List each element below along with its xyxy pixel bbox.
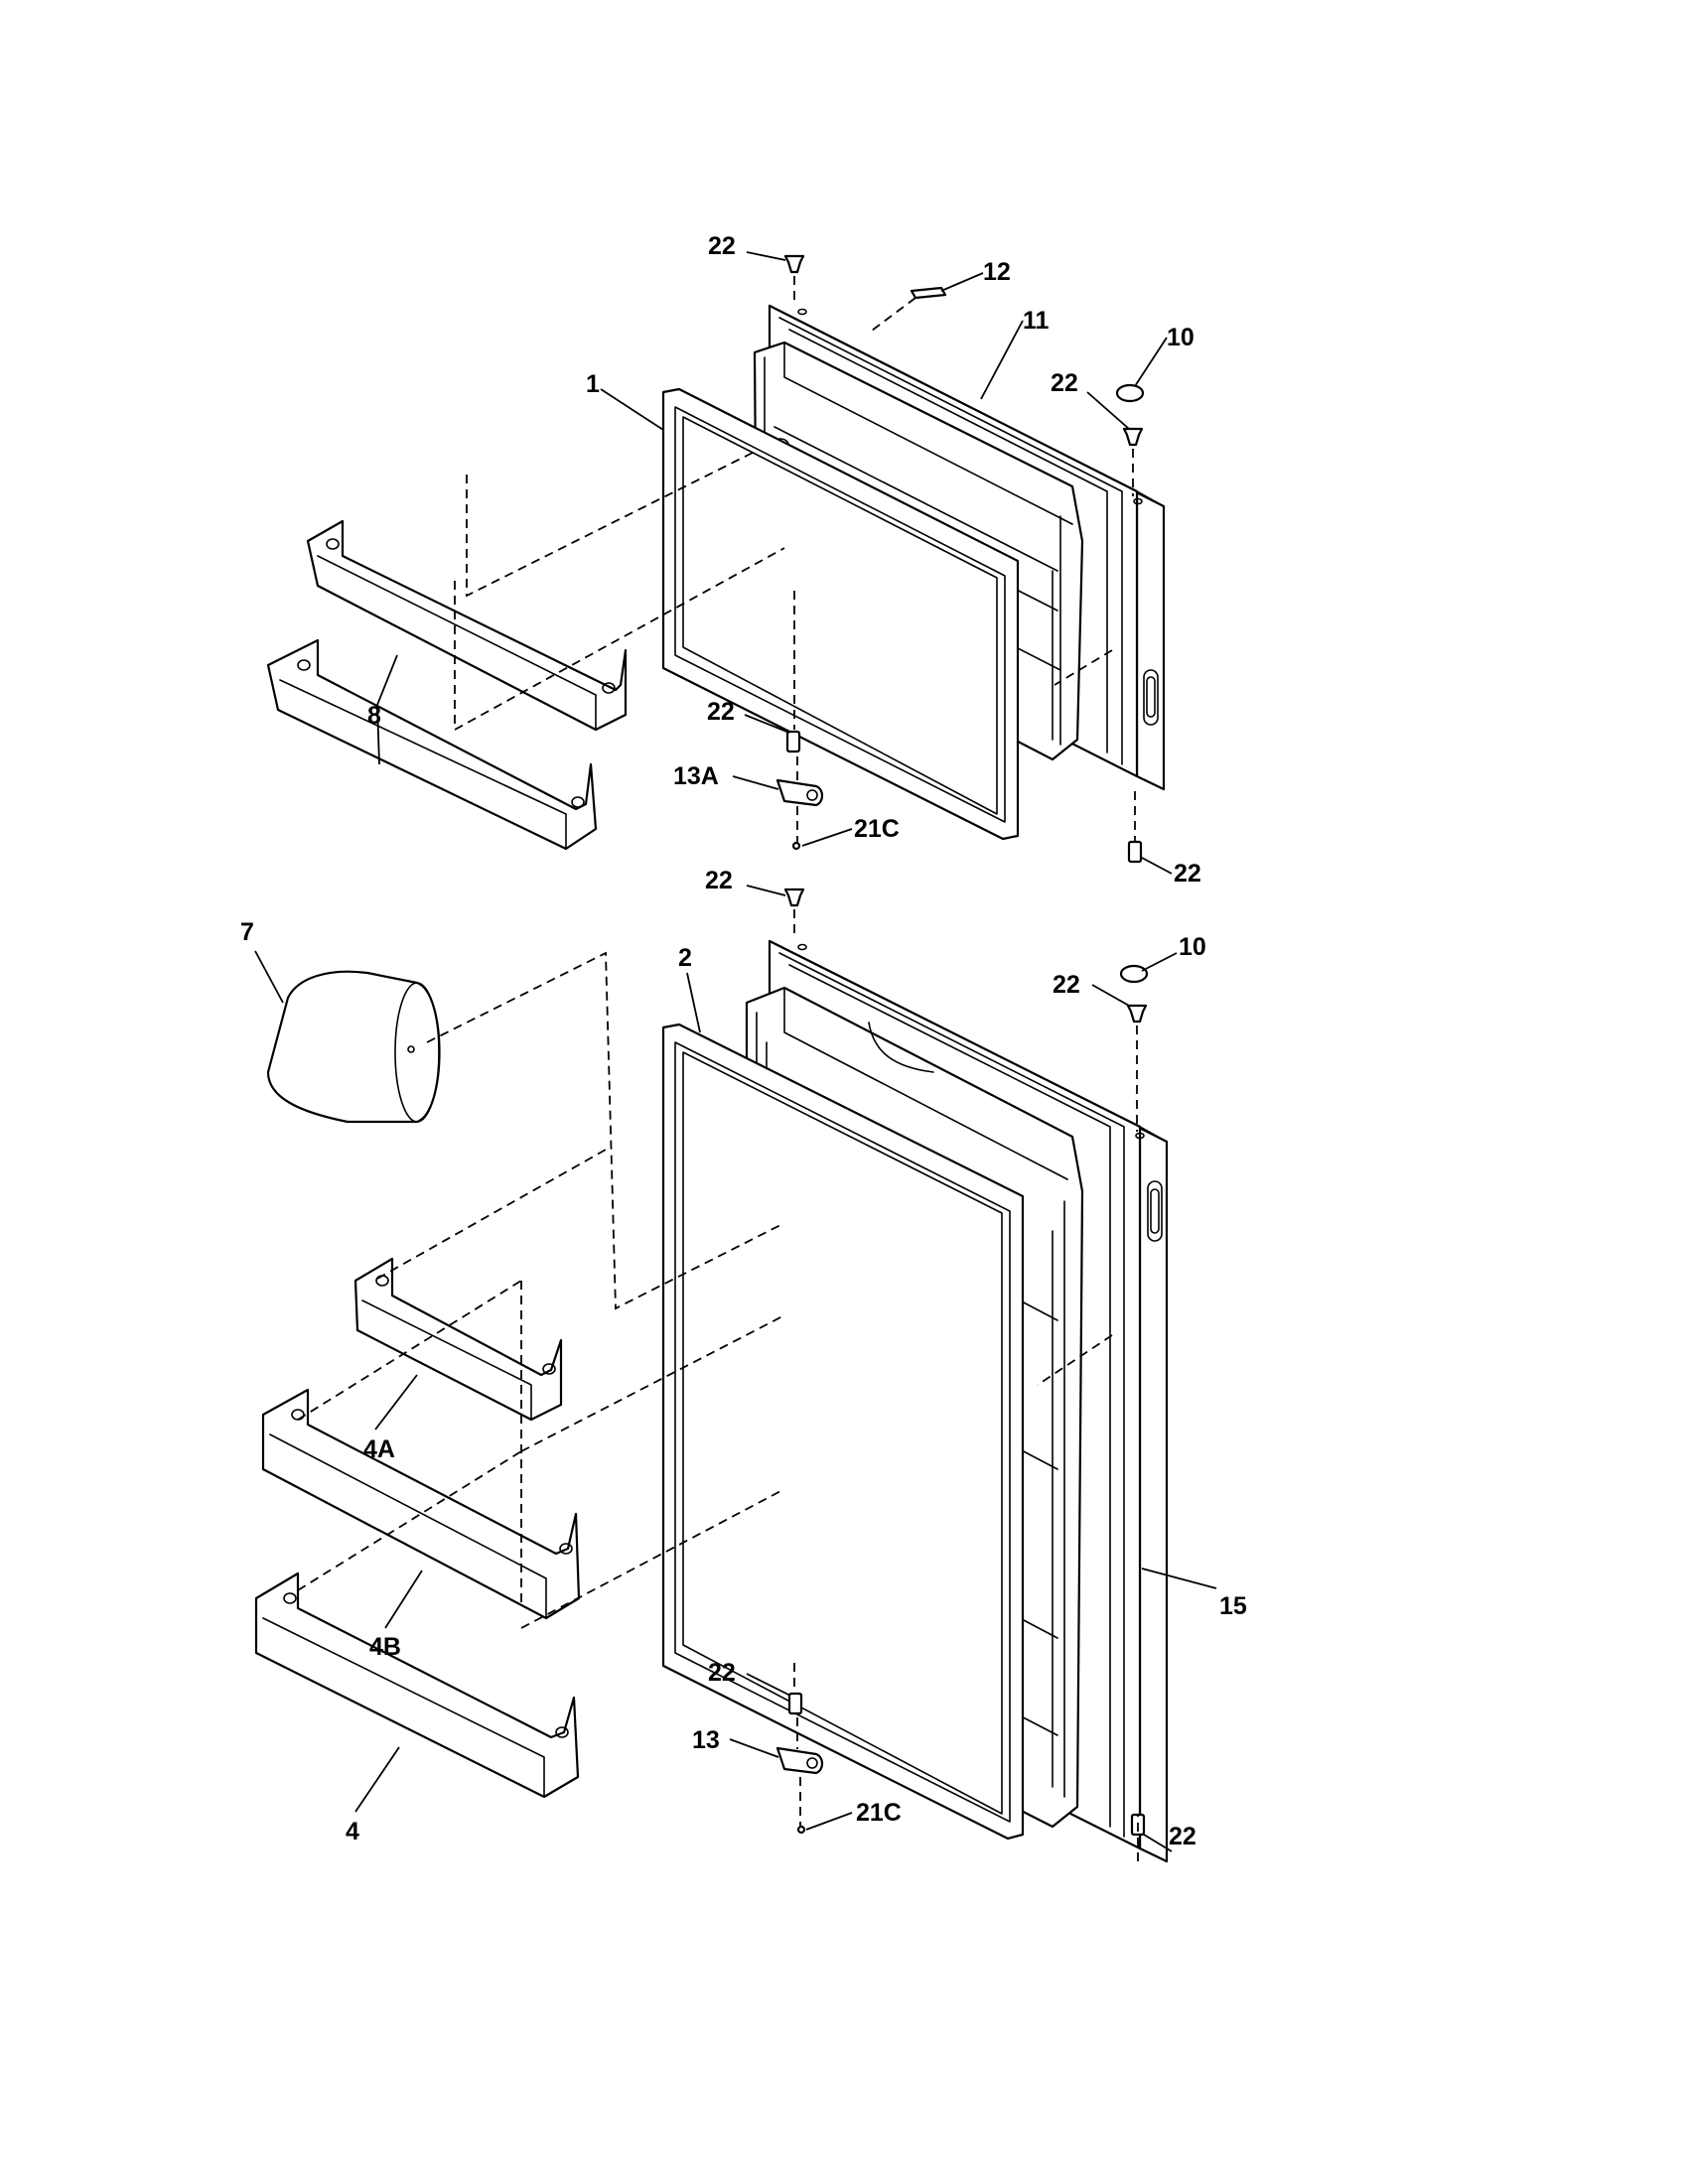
label-12 [910,286,947,300]
callout-labels: 22 12 11 10 22 1 8 22 13A 21C 22 22 10 2… [240,232,1247,1850]
plug-10-top [1115,383,1145,403]
callout-22-freezer-hinge: 22 [707,698,735,726]
callout-22-topright: 22 [1051,369,1078,397]
callout-1: 1 [586,370,600,398]
door-bin-8-lower [266,638,598,851]
callout-10-mid: 10 [1179,933,1206,961]
callout-4a: 4A [363,1435,395,1463]
fresh-food-door-gasket [661,1023,1025,1841]
callout-22-fresh-hinge: 22 [708,1659,736,1687]
callout-22-freezer-bottom: 22 [1174,860,1201,887]
freezer-door-gasket [661,387,1020,841]
screw-22-top [783,254,805,274]
callout-13: 13 [692,1726,720,1754]
screw-21c-bottom [796,1825,806,1835]
callout-22-mid: 22 [705,867,733,894]
callout-4b: 4B [369,1633,401,1661]
callout-21c-top: 21C [854,815,900,843]
callout-11: 11 [1023,307,1050,335]
screw-22-midright [1126,1004,1148,1024]
callout-22-midright: 22 [1053,971,1080,999]
screw-22-mid [783,887,805,907]
callout-10-top: 10 [1167,324,1195,351]
pin-22-freezer-hinge [785,730,801,753]
door-bin-4a [353,1257,563,1422]
assembly-lines [297,276,1139,1861]
hinge-13a [775,778,824,807]
freezer-door-assembly [661,304,1166,841]
door-bin-4b [261,1388,581,1620]
pin-22-fresh-hinge [787,1692,803,1715]
callout-15: 15 [1219,1592,1247,1620]
callout-22-top: 22 [708,232,736,260]
callout-13a: 13A [673,762,719,790]
callout-4: 4 [346,1818,359,1845]
callout-12: 12 [983,258,1011,286]
fresh-food-door-assembly [661,939,1169,1863]
screw-21c-top [791,841,801,851]
callout-8: 8 [367,702,381,730]
door-bin-4 [254,1571,580,1799]
dairy-cover-7 [266,970,441,1124]
callout-22-fresh-bottom: 22 [1169,1823,1196,1850]
pin-22-freezer-bottom [1127,840,1143,864]
leader-lines [254,251,1217,1852]
callout-2: 2 [678,944,692,972]
screw-22-topright [1122,427,1144,447]
callout-7: 7 [240,918,254,946]
plug-10-mid [1119,964,1149,984]
hinge-13 [775,1746,824,1775]
callout-21c-bottom: 21C [856,1799,902,1827]
door-bin-8-upper [306,519,628,732]
